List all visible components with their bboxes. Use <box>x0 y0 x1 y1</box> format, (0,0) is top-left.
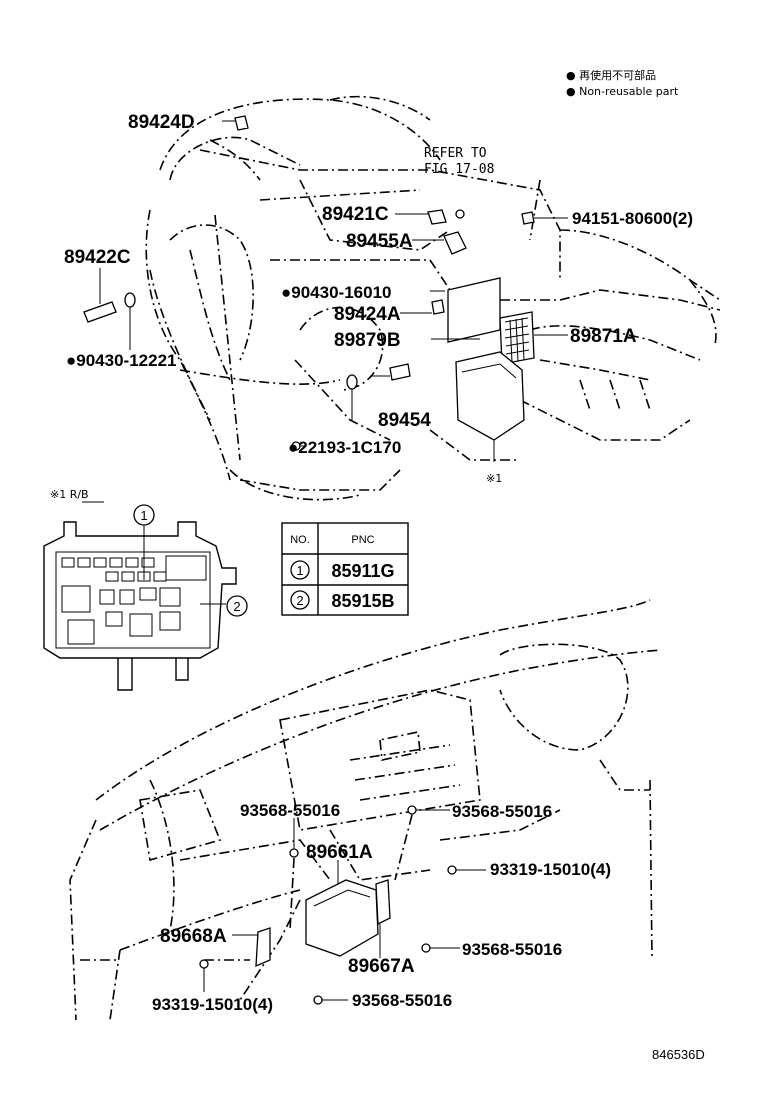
callout-93319-15010-b: 93319-15010(4) <box>152 995 273 1014</box>
figure-id: 846536D <box>652 1047 705 1062</box>
dashboard-callouts: 93568-55016 93568-55016 89661A 93319-150… <box>152 801 611 1014</box>
callout-89668A: 89668A <box>160 926 227 947</box>
relay-callout-2 <box>226 595 248 617</box>
relay-box-inset: ※1 R/B 1 2 <box>43 488 248 691</box>
pnc-table: NO. PNC 1 85911G 2 85915B <box>281 522 409 616</box>
callout-89424A: 89424A <box>334 304 401 325</box>
callout-94151-80600: 94151-80600(2) <box>572 209 693 228</box>
callout-93568-55016-a: 93568-55016 <box>240 801 340 820</box>
callout-93568-55016-c: 93568-55016 <box>462 940 562 959</box>
callout-89879B: 89879B <box>334 330 401 351</box>
engine-callouts: 89424D REFER TO FIG 17-08 89421C 94151-8… <box>64 112 693 485</box>
refer-note-line1: REFER TO <box>424 146 487 161</box>
callout-90430-16010: ●90430-16010 <box>281 283 391 302</box>
callout-93568-55016-b: 93568-55016 <box>452 802 552 821</box>
callout-89661A: 89661A <box>306 842 373 863</box>
pnc-row-2-pnc: 85915B <box>331 591 394 611</box>
callout-89667A: 89667A <box>348 956 415 977</box>
legend-non-reusable-en: ● Non-reusable part <box>566 85 679 98</box>
callout-89421C: 89421C <box>322 204 389 225</box>
callout-89871A: 89871A <box>570 326 637 347</box>
ecu-89661A-shape <box>305 879 379 957</box>
callout-89455A: 89455A <box>346 231 413 252</box>
pnc-table-header-no: NO. <box>290 534 310 546</box>
callout-90430-12221: ●90430-12221 <box>66 351 176 370</box>
callout-89454: 89454 <box>378 410 431 431</box>
callout-93319-15010-a: 93319-15010(4) <box>490 860 611 879</box>
callout-22193-1C170: ●22193-1C170 <box>288 438 401 457</box>
relay-callout-1 <box>133 504 155 526</box>
relay-callout-2-label: 2 <box>233 599 240 614</box>
mark-reference-1: ※1 <box>486 472 502 485</box>
legend: ● 再使用不可部品 ● Non-reusable part <box>566 68 679 98</box>
pnc-row-1-pnc: 85911G <box>331 561 394 581</box>
dashboard-illustration <box>69 599 661 1021</box>
dashboard-parts <box>199 805 486 1005</box>
callout-89422C: 89422C <box>64 247 131 268</box>
pnc-row-2-no: 2 <box>296 593 303 608</box>
refer-note-line2: FIG 17-08 <box>424 162 494 177</box>
callout-93568-55016-d: 93568-55016 <box>352 991 452 1010</box>
relay-box-label: ※1 R/B <box>50 488 89 501</box>
sensor-89422C-shape <box>83 301 117 323</box>
relay-callout-1-label: 1 <box>140 508 147 523</box>
sensor-89424D-shape <box>234 115 249 131</box>
pnc-table-header-pnc: PNC <box>351 534 374 546</box>
callout-89424D: 89424D <box>128 112 195 133</box>
pnc-row-1-no: 1 <box>296 563 303 578</box>
engine-illustration <box>145 95 721 501</box>
legend-non-reusable-jp: ● 再使用不可部品 <box>566 68 656 82</box>
engine-parts <box>83 115 568 462</box>
